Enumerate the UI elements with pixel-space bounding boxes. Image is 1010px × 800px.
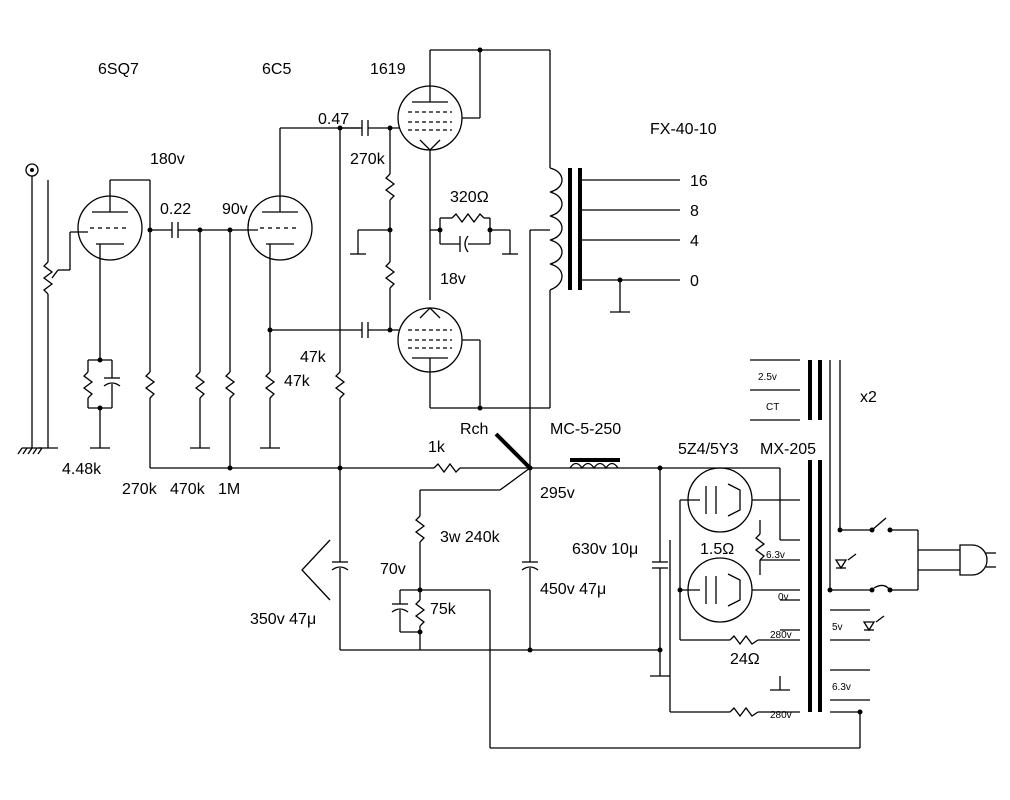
power-transformer	[750, 359, 870, 748]
label-r-grid2b: 1M	[218, 481, 240, 498]
label-c-couple1: 0.22	[160, 201, 191, 218]
label-r-24: 24Ω	[730, 651, 760, 668]
label-r-75k: 75k	[430, 601, 457, 618]
label-r-240k: 3w 240k	[440, 529, 501, 546]
label-c-input: 630v 10μ	[572, 541, 638, 558]
cathode-network-6sq7	[82, 357, 121, 449]
rch-wiper	[494, 432, 532, 470]
grid-resistor-chain	[350, 128, 396, 330]
label-c-couple2: 0.47	[318, 111, 349, 128]
label-r-1-5: 1.5Ω	[700, 541, 734, 558]
tap-0: 0	[690, 273, 699, 290]
label-rch: Rch	[460, 421, 488, 438]
label-quantity: x2	[860, 389, 877, 406]
voltage-b-plus: 295v	[540, 485, 575, 502]
label-r-grid2: 470k	[170, 481, 206, 498]
tap-8: 8	[690, 203, 699, 220]
voltage-v1-plate: 180v	[150, 151, 185, 168]
winding-6-3v-b: 6.3v	[832, 682, 851, 693]
pilot-lamp-lower-icon	[862, 615, 885, 632]
screen-divider	[391, 467, 860, 749]
label-r-load2: 47k	[300, 349, 327, 366]
output-transformer	[529, 50, 680, 468]
tube-label-1619: 1619	[370, 61, 406, 78]
winding-280v-b: 280v	[770, 710, 792, 721]
volume-potentiometer	[38, 180, 88, 449]
lower-feed	[669, 540, 800, 718]
label-c-filter1: 350v 47μ	[250, 611, 316, 628]
winding-280v-a: 280v	[770, 630, 792, 641]
resistor-24-ohm	[680, 634, 800, 646]
label-choke: MC-5-250	[550, 421, 621, 438]
tube-label-6c5: 6C5	[262, 61, 291, 78]
filter-choke	[569, 458, 620, 470]
mains-switch	[830, 517, 960, 593]
tube-label-6sq7: 6SQ7	[98, 61, 139, 78]
cathode-network-6c5	[260, 327, 362, 449]
resistor-270k-load	[144, 230, 156, 468]
label-r-1k: 1k	[428, 439, 446, 456]
filter-cap-450v	[521, 468, 539, 653]
tube-label-rect: 5Z4/5Y3	[678, 441, 739, 458]
tube-6c5	[247, 127, 360, 330]
b-plus-rail	[150, 462, 663, 474]
label-r-k2: 47k	[284, 373, 311, 390]
label-output-transformer: FX-40-10	[650, 121, 717, 138]
winding-0v: 0v	[778, 592, 789, 603]
resistor-1-5-ohm	[754, 520, 766, 575]
label-r-load1: 270k	[122, 481, 158, 498]
filter-cap-350v	[301, 468, 349, 650]
mains-plug-icon	[959, 544, 996, 576]
coupling-cap-047	[340, 120, 400, 136]
tube-6sq7	[77, 179, 151, 360]
rectifier-tube-upper	[660, 467, 800, 640]
coupling-cap-lower	[361, 322, 400, 338]
pilot-lamp-upper-icon	[834, 553, 857, 570]
voltage-cathode: 18v	[440, 271, 466, 288]
label-r-cathode-out: 320Ω	[450, 189, 489, 206]
rectifier-tube-lower	[677, 557, 800, 623]
resistor-47k-load	[334, 125, 346, 468]
resistor-470k-grid	[190, 230, 210, 449]
tube-1619-lower	[397, 307, 550, 411]
winding-2-5v: 2.5v	[758, 372, 777, 383]
coupling-cap-022	[147, 222, 258, 238]
label-r-grid: 270k	[350, 151, 386, 168]
input-cap-630v	[650, 468, 670, 677]
winding-5v: 5v	[832, 622, 843, 633]
voltage-screen: 70v	[380, 561, 406, 578]
tap-4: 4	[690, 233, 699, 250]
label-power-transformer: MX-205	[760, 441, 816, 458]
input-jack	[17, 163, 43, 455]
resistor-1m	[224, 230, 236, 471]
winding-6-3v-a: 6.3v	[766, 550, 785, 561]
label-r-k1: 4.48k	[62, 461, 102, 478]
winding-ct: CT	[766, 402, 779, 413]
label-c-filter2: 450v 47μ	[540, 581, 606, 598]
cathode-320-network	[429, 212, 518, 300]
tap-16: 16	[690, 173, 708, 190]
tube-1619-upper	[397, 47, 550, 230]
voltage-v2-plate: 90v	[222, 201, 248, 218]
